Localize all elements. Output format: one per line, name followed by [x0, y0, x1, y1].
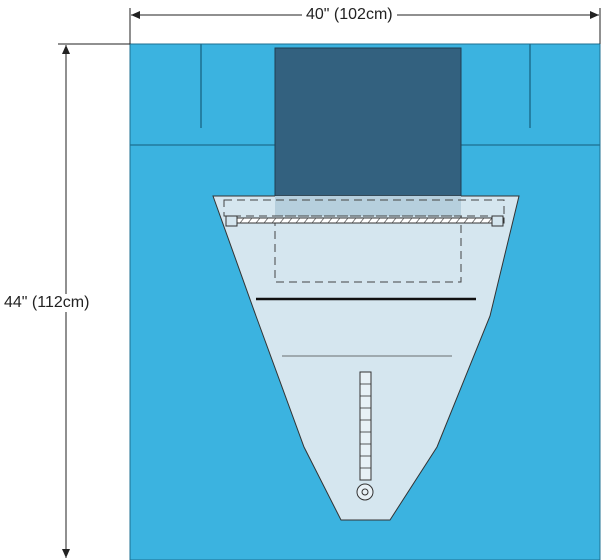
drain-port	[356, 483, 374, 501]
height-dimension-label: 44" (112cm)	[0, 294, 94, 312]
drain-port-center	[361, 488, 369, 496]
corner-tab-left	[225, 215, 238, 227]
corner-tab-right	[491, 215, 504, 227]
scale-ticks	[360, 383, 371, 469]
malleable-wire	[227, 217, 505, 224]
collection-pouch	[212, 195, 520, 521]
incise-window	[274, 47, 462, 197]
window-overlap	[275, 196, 461, 216]
window-outline-dashed	[274, 215, 462, 283]
adhesive-strip-dashed	[223, 199, 505, 217]
width-dimension-label: 40" (102cm)	[302, 6, 397, 24]
measurement-scale	[359, 371, 372, 481]
